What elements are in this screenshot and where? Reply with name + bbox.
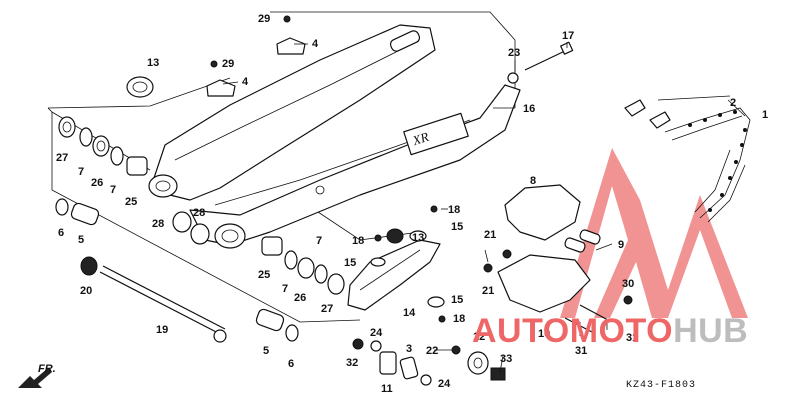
callout-21: 21 [482, 285, 494, 297]
callout-32: 32 [346, 357, 358, 369]
callout-27: 27 [321, 303, 333, 315]
callout-20: 20 [80, 285, 92, 297]
callout-7: 7 [110, 184, 116, 196]
callout-4: 4 [312, 38, 319, 50]
callout-30: 30 [622, 278, 634, 290]
callout-24: 24 [370, 327, 383, 339]
callout-23: 23 [508, 47, 520, 59]
callout-13: 13 [412, 232, 424, 244]
callout-10: 10 [538, 328, 550, 340]
callout-13: 13 [147, 57, 159, 69]
callout-9: 9 [618, 239, 624, 251]
callout-12: 12 [473, 331, 485, 343]
callout-8: 8 [530, 175, 536, 187]
chain-slider [347, 205, 446, 323]
watermark-part2: HUB [673, 312, 749, 350]
callout-18: 18 [453, 313, 465, 325]
callout-7: 7 [282, 283, 288, 295]
chain-guide [483, 184, 633, 333]
callout-7: 7 [316, 235, 322, 247]
callout-28: 28 [193, 207, 205, 219]
callout-31: 31 [575, 345, 587, 357]
callout-6: 6 [58, 227, 64, 239]
watermark-part1: AUTOMOTO [472, 312, 674, 350]
callout-5: 5 [263, 345, 269, 357]
callout-21: 21 [484, 229, 496, 241]
pivot-bolt [80, 256, 227, 343]
svg-text:XR: XR [410, 129, 431, 149]
leader-lines [222, 42, 746, 373]
callout-25: 25 [258, 269, 270, 281]
callout-29: 29 [222, 58, 234, 70]
top-brackets [206, 15, 306, 97]
callout-labels: 29 4 17 23 13 29 4 16 2 1 27 7 26 7 25 8… [38, 13, 768, 395]
callout-33: 33 [500, 353, 512, 365]
callout-26: 26 [91, 177, 103, 189]
callout-25: 25 [125, 196, 137, 208]
callout-28: 28 [152, 218, 164, 230]
watermark-wordmark: AUTOMOTOHUB [472, 314, 748, 348]
callout-6: 6 [288, 358, 294, 370]
callout-3: 3 [406, 343, 412, 355]
front-arrow [18, 368, 52, 388]
callout-18: 18 [448, 204, 460, 216]
callout-26: 26 [294, 292, 306, 304]
callout-31: 31 [626, 332, 638, 344]
callout-2: 2 [730, 97, 736, 109]
callout-17: 17 [562, 30, 574, 42]
callout-29: 29 [258, 13, 270, 25]
front-arrow-label: FR. [38, 363, 56, 375]
callout-11: 11 [381, 383, 393, 395]
adjuster-bolt [507, 41, 574, 84]
callout-22: 22 [426, 345, 438, 357]
callout-19: 19 [156, 324, 168, 336]
callout-7: 7 [78, 166, 84, 178]
callout-15: 15 [451, 221, 463, 233]
callout-18: 18 [352, 235, 364, 247]
watermark-logo [560, 148, 748, 318]
callout-4: 4 [242, 76, 249, 88]
swingarm: XR [148, 24, 521, 249]
callout-5: 5 [78, 234, 84, 246]
diagram-code: KZ43-F1803 [626, 380, 697, 391]
callout-15: 15 [344, 257, 356, 269]
pivot-bearings [58, 76, 210, 245]
callout-15: 15 [451, 294, 463, 306]
drive-chain [624, 99, 751, 223]
callout-1: 1 [762, 109, 768, 121]
callout-24: 24 [438, 378, 451, 390]
callout-16: 16 [523, 103, 535, 115]
callout-14: 14 [403, 307, 416, 319]
lower-hardware [352, 338, 506, 386]
callout-27: 27 [56, 152, 68, 164]
pivot-bearings-right [261, 236, 345, 295]
pivot-collars [55, 198, 299, 342]
